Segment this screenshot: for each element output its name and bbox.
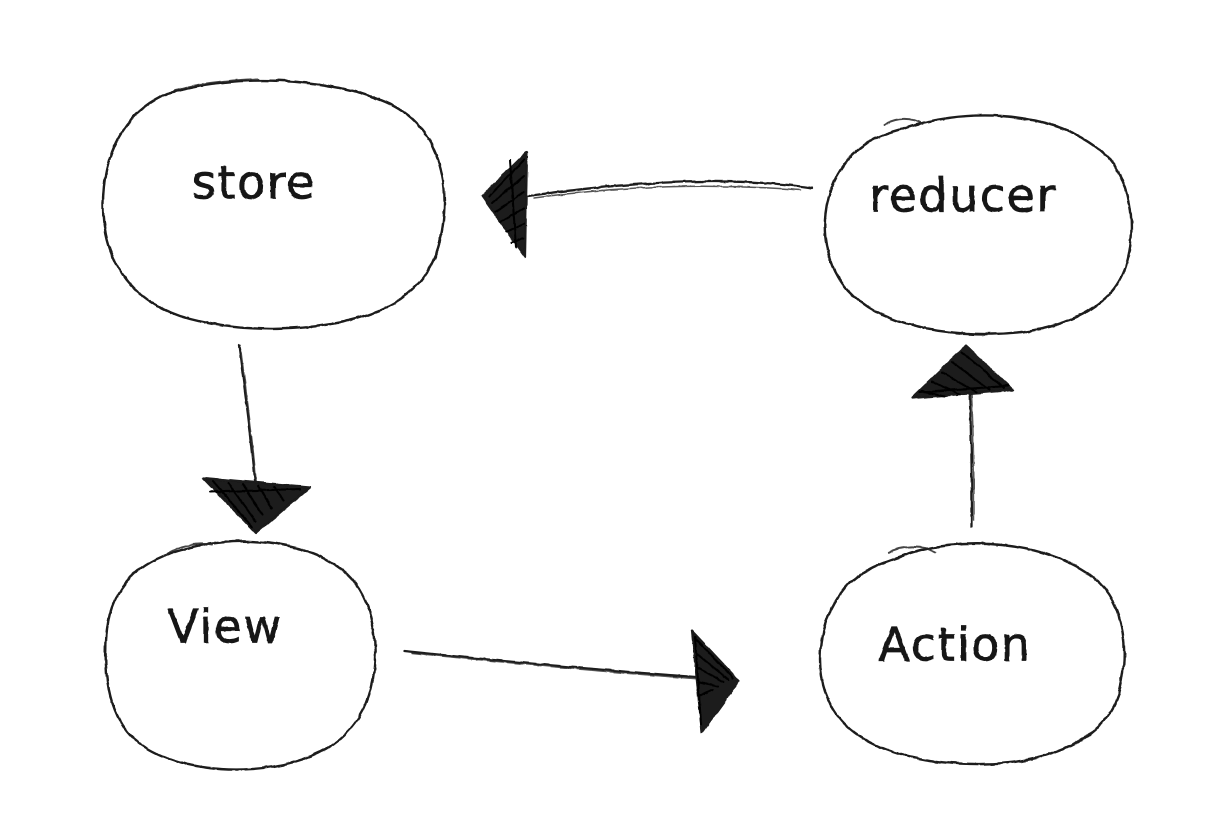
node-action-outline xyxy=(818,542,1126,766)
edge-reducer-to-store-arrowhead xyxy=(480,150,529,259)
edge-view-to-action-line-overdraw xyxy=(411,652,701,680)
node-store-outline-overdraw xyxy=(174,78,259,91)
node-view-label: View xyxy=(167,600,282,654)
edge-action-to-reducer-arrowhead xyxy=(910,344,1015,400)
edge-action-to-reducer xyxy=(910,344,1015,529)
edge-view-to-action-arrowhead-fill xyxy=(694,636,734,725)
edge-reducer-to-store-line-overdraw xyxy=(533,185,801,199)
edge-action-to-reducer-arrowhead-fill xyxy=(919,351,1009,397)
edge-store-to-view-arrowhead-fill xyxy=(209,480,301,528)
node-action[interactable]: Action xyxy=(818,542,1126,766)
node-store-outline xyxy=(101,79,446,331)
edge-store-to-view-line xyxy=(237,343,258,496)
node-view-outline xyxy=(104,540,377,771)
edge-view-to-action-line xyxy=(402,649,698,679)
node-reducer-label: reducer xyxy=(869,169,1057,223)
edge-reducer-to-store-line xyxy=(526,180,814,198)
edge-view-to-action xyxy=(402,629,741,734)
node-action-label: Action xyxy=(878,618,1031,672)
edge-action-to-reducer-line-overdraw xyxy=(970,383,975,521)
node-reducer[interactable]: reducer xyxy=(823,114,1133,336)
edge-reducer-to-store-arrowhead-fill xyxy=(488,159,525,249)
node-view-outline-overdraw xyxy=(165,542,213,556)
edge-view-to-action-arrowhead xyxy=(690,629,741,734)
node-action-outline-overdraw xyxy=(887,545,937,554)
node-reducer-outline xyxy=(823,114,1133,336)
node-store-label: store xyxy=(192,156,316,210)
node-reducer-outline-overdraw xyxy=(883,117,924,126)
node-view[interactable]: View xyxy=(104,540,377,771)
node-store[interactable]: store xyxy=(101,78,446,331)
edge-store-to-view-line-overdraw xyxy=(240,351,258,493)
edge-store-to-view xyxy=(201,343,312,535)
edge-reducer-to-store xyxy=(480,150,814,259)
